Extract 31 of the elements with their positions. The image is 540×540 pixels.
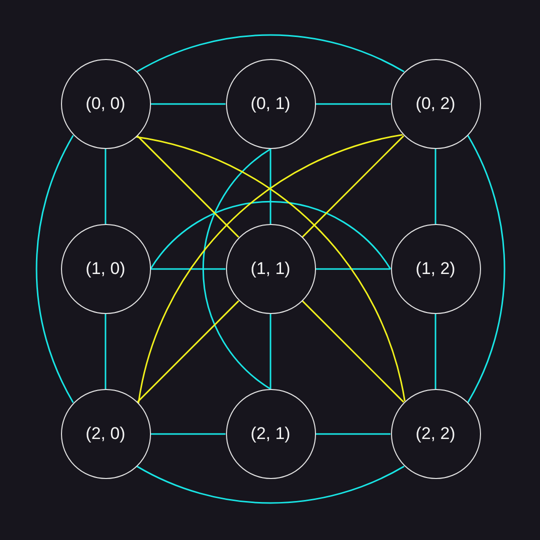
graph-edge: [302, 135, 404, 238]
graph-edge: [316, 103, 390, 105]
node-label: (0, 0): [86, 94, 126, 114]
graph-edge: [434, 149, 436, 224]
graph-edge: [202, 148, 271, 390]
graph-edge: [467, 135, 505, 403]
graph-edge: [302, 300, 404, 403]
node-label: (1, 1): [250, 259, 290, 279]
graph-edge: [136, 34, 404, 72]
node-label: (2, 1): [250, 424, 290, 444]
node-label: (2, 2): [416, 424, 456, 444]
graph-edge: [316, 433, 390, 435]
graph-edge: [150, 268, 226, 270]
graph-edge: [270, 149, 272, 224]
node-label: (1, 0): [86, 259, 126, 279]
graph-edge: [104, 314, 106, 389]
node-label: (0, 1): [250, 94, 290, 114]
node-label: (1, 2): [416, 259, 456, 279]
node-label: (2, 0): [86, 424, 126, 444]
graph-edge: [36, 135, 74, 403]
graph-edge: [104, 149, 106, 224]
graph-edge: [434, 314, 436, 389]
graph-edge: [150, 103, 226, 105]
graph-edge: [270, 314, 272, 389]
node-label: (0, 2): [416, 94, 456, 114]
graph-edge: [150, 201, 392, 270]
graph-edge: [136, 300, 240, 403]
graph-edge: [316, 268, 390, 270]
graph-edge: [136, 466, 404, 504]
graph-edge: [150, 433, 226, 435]
graph-edge: [136, 135, 240, 238]
